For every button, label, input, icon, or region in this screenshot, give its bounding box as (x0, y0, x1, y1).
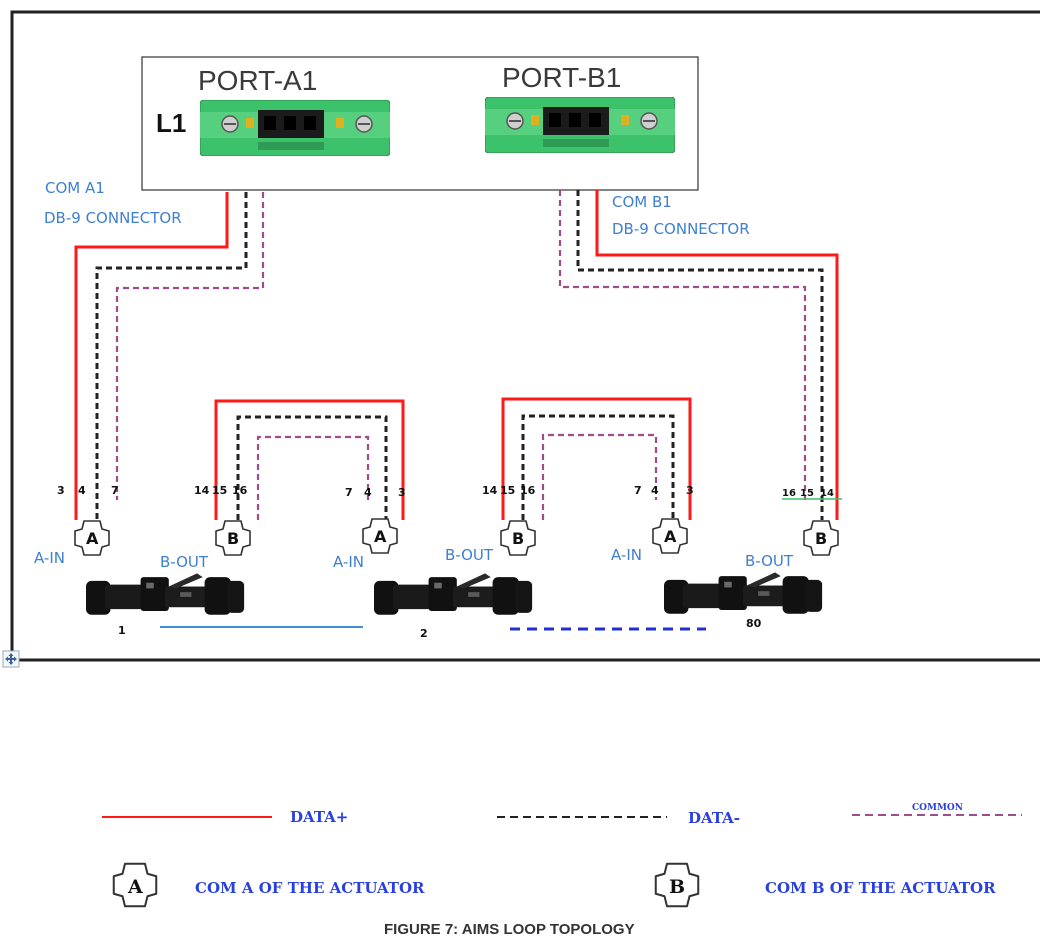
loop2-common-wire (541, 433, 658, 520)
pins-unit1-b: 14 15 16 (194, 484, 248, 497)
b-out-label-unit1: B-OUT (160, 553, 209, 571)
legend-com-b-desc: COM B OF THE ACTUATOR (765, 879, 996, 897)
diagram-frame (10, 10, 1040, 662)
svg-text:A: A (86, 529, 99, 548)
svg-text:B: B (512, 529, 524, 548)
pins-left-a: 3 4 7 (57, 484, 119, 497)
svg-text:3: 3 (57, 484, 65, 497)
port-b1-terminal (485, 97, 675, 153)
com-b1-connector-label: DB-9 CONNECTOR (612, 220, 750, 238)
svg-text:15: 15 (800, 488, 814, 499)
figure-caption: FIGURE 7: AIMS LOOP TOPOLOGY (384, 921, 635, 938)
a-in-label-unit2: A-IN (333, 553, 364, 571)
pins-right-b: 16 15 14 (782, 488, 842, 500)
loop1-data-minus-wire (236, 415, 388, 520)
svg-text:16: 16 (520, 484, 536, 497)
svg-text:B: B (815, 529, 827, 548)
connector-a-unit1: A (74, 520, 110, 556)
b-out-label-unit80: B-OUT (745, 552, 794, 570)
svg-text:14: 14 (820, 488, 834, 499)
loop2-data-plus-wire (501, 397, 692, 520)
svg-text:B: B (227, 529, 239, 548)
com-a1-connector-label: DB-9 CONNECTOR (44, 209, 182, 227)
svg-text:14: 14 (194, 484, 210, 497)
com-a1-common-wire (115, 192, 265, 500)
com-a1-data-minus-wire (95, 192, 248, 520)
com-a1-label: COM A1 (45, 179, 105, 197)
com-b1-data-plus-wire (595, 190, 839, 520)
svg-text:16: 16 (232, 484, 248, 497)
actuator-unit80 (664, 572, 823, 614)
pins-unit2-a: 7 4 3 (345, 486, 406, 499)
connector-b-unit1: B (215, 520, 251, 556)
b-out-label-unit2: B-OUT (445, 546, 494, 564)
legend-connector-b-icon: B (654, 862, 700, 908)
actuator-unit2 (374, 573, 533, 615)
port-a1-title: PORT-A1 (198, 65, 317, 96)
loop1-common-wire (256, 435, 370, 520)
com-a1-data-plus-wire (74, 192, 229, 520)
svg-text:B: B (669, 876, 685, 898)
com-b1-data-minus-wire (576, 190, 824, 520)
svg-text:16: 16 (782, 488, 796, 499)
unit-number-1: 1 (118, 624, 126, 637)
a-in-label-unit80: A-IN (611, 546, 642, 564)
a-in-label-unit1: A-IN (34, 549, 65, 567)
svg-text:4: 4 (651, 484, 659, 497)
actuator-unit1 (86, 573, 245, 615)
svg-text:3: 3 (398, 486, 406, 499)
svg-text:7: 7 (111, 484, 119, 497)
move-arrows-icon[interactable] (2, 650, 20, 668)
svg-text:3: 3 (686, 484, 694, 497)
connector-b-unit80: B (803, 520, 839, 556)
svg-text:A: A (374, 527, 387, 546)
pins-unit2-b: 14 15 16 (482, 484, 536, 497)
svg-text:7: 7 (345, 486, 353, 499)
svg-text:A: A (664, 527, 677, 546)
connector-a-unit80: A (652, 518, 688, 554)
loop1-data-plus-wire (214, 399, 405, 520)
svg-text:15: 15 (500, 484, 515, 497)
legend-data-minus-label: DATA- (688, 809, 740, 827)
pins-unit80-a: 7 4 3 (634, 484, 694, 497)
loop2-data-minus-wire (521, 414, 675, 520)
unit-number-2: 2 (420, 627, 428, 640)
port-b1-title: PORT-B1 (502, 62, 621, 93)
legend-connector-a-icon: A (112, 862, 158, 908)
legend-common-label: COMMON (912, 803, 963, 813)
svg-text:4: 4 (364, 486, 372, 499)
svg-text:14: 14 (482, 484, 498, 497)
port-a1-terminal (200, 100, 390, 156)
com-b1-label: COM B1 (612, 193, 672, 211)
unit-number-80: 80 (746, 617, 762, 630)
svg-text:A: A (127, 876, 143, 898)
connector-a-unit2: A (362, 518, 398, 554)
legend-com-a-desc: COM A OF THE ACTUATOR (195, 879, 425, 897)
connector-b-unit2: B (500, 520, 536, 556)
svg-text:7: 7 (634, 484, 642, 497)
legend-data-plus-label: DATA+ (290, 808, 348, 826)
line-l1-label: L1 (156, 108, 186, 138)
svg-text:4: 4 (78, 484, 86, 497)
svg-text:15: 15 (212, 484, 227, 497)
